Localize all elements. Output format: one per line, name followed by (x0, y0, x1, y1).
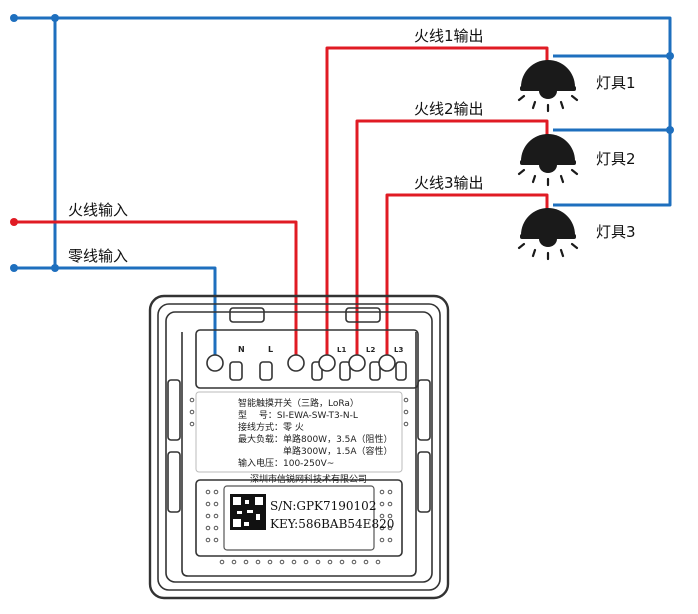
device-label-line6: 输入电压：100-250V~ (238, 459, 335, 469)
live-out2-line (355, 119, 549, 360)
terminal-label-l3: L3 (394, 346, 404, 354)
junction-dot (51, 264, 59, 272)
junction-dot (10, 218, 18, 226)
neutral-top-bus (14, 16, 672, 58)
live-out3-label: 火线3输出 (414, 174, 484, 192)
neutral-lamp3-branch (553, 130, 672, 207)
neutral-input-line (14, 266, 217, 360)
device-label-line1: 智能触摸开关（三路，LoRa） (238, 399, 359, 409)
switch-body (148, 294, 450, 600)
info-label-area (195, 391, 403, 473)
live-input-label: 火线输入 (68, 201, 129, 219)
device-label-company: 深圳市信锐网科技术有限公司 (250, 475, 368, 485)
neutral-lamp2-branch (553, 56, 672, 132)
terminal-block (195, 329, 419, 389)
neutral-wires (14, 16, 672, 360)
junction-dot (10, 14, 18, 22)
device-label-line5: 单路300W，1.5A（容性） (238, 447, 393, 457)
lamp-2-label: 灯具2 (596, 150, 636, 168)
lamp-dome-icon (521, 134, 575, 161)
switch-outer-frame (148, 294, 450, 600)
serial-number: S/N:GPK7190102 (270, 499, 377, 513)
terminal-label-l2: L2 (366, 346, 376, 354)
junction-dot (666, 126, 674, 134)
qr-panel (195, 479, 403, 557)
junction-dot (666, 52, 674, 60)
terminal-label-n: N (238, 345, 245, 354)
junction-dot (51, 14, 59, 22)
qr-code-icon (230, 494, 266, 530)
lamp-1-label: 灯具1 (596, 74, 636, 92)
device-label-line2: 型 号：SI-EWA-SW-T3-N-L (238, 411, 358, 421)
vent-dots (189, 397, 409, 565)
device-label-line3: 接线方式：零 火 (238, 423, 304, 433)
lamp-dome-icon (521, 208, 575, 235)
live-wires (14, 46, 549, 360)
live-input-line (14, 220, 298, 360)
neutral-input-label: 零线输入 (68, 247, 129, 265)
terminal-label-l1: L1 (337, 346, 347, 354)
neutral-junctions (10, 14, 674, 272)
live-out1-label: 火线1输出 (414, 27, 484, 45)
device-label-line4: 最大负载：单路800W，3.5A（阻性） (238, 435, 393, 445)
terminal-screws (206, 354, 396, 372)
terminal-label-l: L (268, 345, 274, 354)
live-junctions (10, 218, 18, 226)
live-out1-line (325, 46, 549, 360)
lamp-2 (517, 134, 579, 187)
terminal-screw-l3 (378, 354, 396, 372)
live-out2-label: 火线2输出 (414, 100, 484, 118)
lamp-1 (517, 60, 579, 113)
terminal-screw-n (206, 354, 224, 372)
live-out3-line (385, 193, 549, 360)
lamp-3-label: 灯具3 (596, 223, 636, 241)
junction-dot (10, 264, 18, 272)
device-key: KEY:586BAB54E820 (270, 517, 395, 531)
terminal-screw-l2 (348, 354, 366, 372)
terminal-screw-l1 (318, 354, 336, 372)
lamp-3 (517, 208, 579, 261)
terminal-screw-l (287, 354, 305, 372)
lamp-dome-icon (521, 60, 575, 87)
